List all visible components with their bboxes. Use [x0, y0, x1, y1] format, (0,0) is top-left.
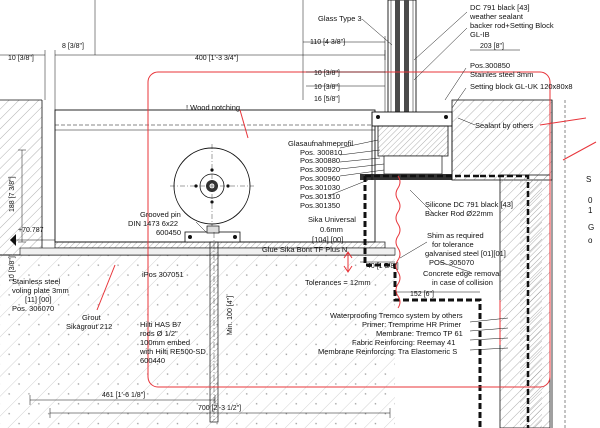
- label-pos300850: Pos.300850: [470, 61, 510, 70]
- label-glasaufnahme: Glasaufnahmeprofil: [288, 139, 353, 148]
- dim-400: 400 [1'-3 3/4"]: [195, 55, 238, 62]
- dim-461: 461 [1'-6 1/8"]: [102, 392, 145, 399]
- label-hilti-5: 600440: [140, 356, 165, 365]
- label-din: DIN 1473 6x22: [128, 219, 178, 228]
- dimension-texts: 10 [3/8"] 8 [3/8"] 400 [1'-3 3/4"] 110 […: [8, 39, 504, 412]
- label-stainless-plate-2: voling plate 3mm: [12, 286, 69, 295]
- waterproofing-membrane: [363, 174, 530, 428]
- label-pos300960: Pos.300960: [300, 174, 340, 183]
- elevation-marker: [10, 234, 55, 246]
- label-dc791: DC 791 black [43]: [470, 3, 530, 12]
- label-concrete-2: in case of collision: [432, 278, 493, 287]
- label-pos301350: Pos.301350: [300, 201, 340, 210]
- label-setting-block: Setting block GL-UK 120x80x8: [470, 82, 573, 91]
- label-shim-1: Shim as required: [427, 231, 484, 240]
- dim-8: 8 [3/8"]: [62, 43, 84, 50]
- label-stainless-plate-4: Pos. 306070: [12, 304, 54, 313]
- label-weather-sealant: weather sealant: [469, 12, 524, 21]
- disk-fitting: [170, 144, 254, 228]
- dim-110: 110 [4 3/8"]: [310, 39, 345, 46]
- label-pos300880: Pos.300880: [300, 156, 340, 165]
- label-stainless: Stainles steel 3mm: [470, 70, 533, 79]
- label-sealant-others: Sealant by others: [475, 121, 534, 130]
- dim-10-c: 10 [3/8"]: [314, 84, 340, 91]
- label-shim-3: galvanised steel [01][01]: [425, 249, 506, 258]
- right-insulation: [520, 180, 542, 428]
- left-wall-hatch: [0, 100, 42, 255]
- label-grout-1: Grout: [82, 313, 102, 322]
- label-min-100: Min. 100 [4"]: [227, 296, 234, 335]
- label-right-g: G: [588, 223, 594, 232]
- label-pos300810: Pos. 300810: [300, 148, 342, 157]
- label-tolerances: Tolerances = 12mm: [305, 278, 371, 287]
- label-stainless-plate-3: [11] [00]: [25, 295, 52, 304]
- annotations: Glass Type 3 DC 791 black [43] weather s…: [12, 3, 594, 365]
- label-right-1: 1: [588, 206, 593, 215]
- label-glass-type: Glass Type 3: [318, 14, 362, 23]
- dim-16: 16 [5/8"]: [314, 96, 340, 103]
- dim-10-left: 10 [3/8"]: [8, 55, 34, 62]
- label-pos301310: Pos.301310: [300, 192, 340, 201]
- label-hilti-3: 100mm embed: [140, 338, 190, 347]
- label-elevation: +70.787: [18, 227, 44, 234]
- label-right-o: o: [588, 236, 593, 245]
- label-pos301030: Pos.301030: [300, 183, 340, 192]
- label-wp-4: Fabric Reinforcing: Reemay 41: [352, 338, 455, 347]
- leader-lines: [195, 11, 509, 351]
- label-grout-2: Sikagrout 212: [66, 322, 112, 331]
- dim-10-vertical: 10 [3/8"]: [9, 256, 16, 282]
- label-pos300920: Pos.300920: [300, 165, 340, 174]
- label-wp-2: Primer: Tremprime HR Primer: [362, 320, 462, 329]
- label-glue-sika: Glue Sika Bont TF Plus N: [262, 245, 347, 254]
- label-backer-rod-22: Backer Rod Ø22mm: [425, 209, 493, 218]
- label-hilti-4: with Hilti RE500-SD: [139, 347, 206, 356]
- label-wp-1: Waterproofing Tremco system by others: [330, 311, 463, 320]
- dim-700: 700 [2'-3 1/2"]: [198, 405, 241, 412]
- label-gl-ib: GL-IB: [470, 30, 490, 39]
- label-hilti-2: rods Ø 1/2": [140, 329, 178, 338]
- label-silicone: Silicone DC 791 black [43]: [425, 200, 513, 209]
- label-ipos: iPos 307051: [142, 270, 184, 279]
- label-wp-5: Membrane Reinforcing: Tra Elastomeric S: [318, 347, 457, 356]
- label-grooved-pin: Grooved pin: [140, 210, 181, 219]
- label-600450: 600450: [156, 228, 181, 237]
- label-shim-2: for tolerance: [432, 240, 474, 249]
- label-shim-4: POS. 305070: [429, 258, 474, 267]
- label-wp-3: Membrane: Tremco TP 61: [376, 329, 463, 338]
- label-wood-notching: ! Wood notching: [186, 103, 240, 112]
- label-stainless-plate-1: Stainless steel: [12, 277, 61, 286]
- dim-203: 203 [8"]: [480, 43, 504, 50]
- right-structure-top: [451, 99, 553, 181]
- dimension-lines: [0, 0, 520, 418]
- label-sika-codes: [104] [00]: [312, 235, 343, 244]
- label-concrete-1: Concrete edge removal: [423, 269, 501, 278]
- dim-188: 188 [7 3/8"]: [9, 176, 16, 212]
- label-hilti-1: Hilti HAS B7: [140, 320, 181, 329]
- label-sika-06: 0.6mm: [320, 225, 343, 234]
- label-backer-rod: backer rod+Setting Block: [470, 21, 554, 30]
- dim-40: 40 [1 5/8"]: [367, 263, 399, 270]
- label-right-0: 0: [588, 196, 593, 205]
- label-sika-universal: Sika Universal: [308, 215, 356, 224]
- anchor-assembly: [184, 225, 241, 423]
- label-right-s: S: [586, 175, 591, 184]
- dim-10-b: 10 [3/8"]: [314, 70, 340, 77]
- concrete-slab: [0, 255, 395, 428]
- dim-152: 152 [6"]: [410, 291, 434, 298]
- glass-pane: [387, 0, 417, 116]
- grout-bed: [19, 247, 396, 256]
